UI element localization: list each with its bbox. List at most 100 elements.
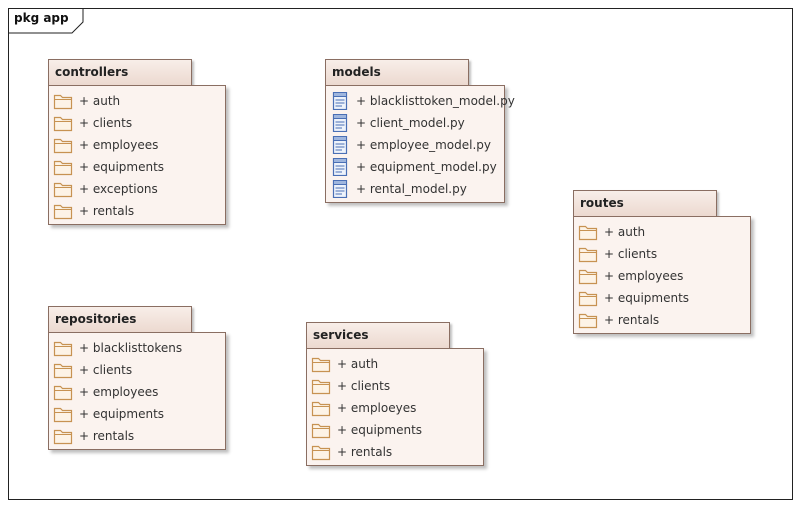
package-title: services (313, 328, 369, 342)
class-file-icon (330, 135, 350, 155)
package-item[interactable]: + employees (53, 381, 182, 403)
package-item[interactable]: + emploeyes (311, 397, 422, 419)
folder-icon (53, 339, 73, 357)
package-item[interactable]: + auth (53, 90, 164, 112)
package-items: + auth + clients + employees + equipments + … (578, 221, 689, 331)
folder-icon (53, 158, 73, 176)
folder-icon (578, 311, 598, 329)
package-body: + auth + clients + emploeyes + equipments + … (306, 348, 484, 466)
folder-icon (53, 180, 73, 198)
frame-label-text: pkg app (14, 11, 69, 25)
package-items: + auth + clients + emploeyes + equipments + … (311, 353, 422, 463)
package-title: models (332, 65, 381, 79)
package-item[interactable]: + rental_model.py (330, 178, 515, 200)
frame-label-shape (8, 8, 84, 34)
package-item[interactable]: + equipments (53, 403, 182, 425)
package-item[interactable]: + rentals (53, 425, 182, 447)
package-item[interactable]: + blacklisttokens (53, 337, 182, 359)
package-items: + auth + clients + employees + equipments + … (53, 90, 164, 222)
package-item[interactable]: + rentals (311, 441, 422, 463)
package-item-label: + auth (337, 357, 379, 371)
package-tab: routes (573, 190, 717, 217)
package-item-label: + clients (337, 379, 391, 393)
package-items: + blacklisttokens + clients + employees + e… (53, 337, 182, 447)
package-item-label: + rentals (604, 313, 660, 327)
package-item-label: + equipment_model.py (356, 160, 497, 174)
package-item-label: + employees (79, 385, 159, 399)
folder-icon (311, 377, 331, 395)
package-item[interactable]: + auth (311, 353, 422, 375)
package-items: + blacklisttoken_model.py + client_model.… (330, 90, 515, 200)
folder-icon (311, 355, 331, 373)
class-file-icon (330, 179, 350, 199)
package-tab: services (306, 322, 450, 349)
package-item-label: + employee_model.py (356, 138, 491, 152)
package-item[interactable]: + clients (53, 112, 164, 134)
package-item-label: + client_model.py (356, 116, 465, 130)
package-body: + blacklisttokens + clients + employees + e… (48, 332, 226, 450)
package-item[interactable]: + auth (578, 221, 689, 243)
package-item-label: + blacklisttokens (79, 341, 183, 355)
package-item-label: + auth (79, 94, 121, 108)
package-item[interactable]: + rentals (578, 309, 689, 331)
folder-icon (53, 405, 73, 423)
package-item-label: + rentals (79, 429, 135, 443)
package-item[interactable]: + employee_model.py (330, 134, 515, 156)
frame-label: pkg app (8, 8, 84, 34)
package-item-label: + rentals (337, 445, 393, 459)
folder-icon (53, 114, 73, 132)
package-item[interactable]: + employees (578, 265, 689, 287)
package-item-label: + exceptions (79, 182, 158, 196)
package-item-label: + blacklisttoken_model.py (356, 94, 515, 108)
package-item-label: + equipments (79, 407, 165, 421)
folder-icon (53, 383, 73, 401)
package-item-label: + rental_model.py (356, 182, 467, 196)
package-item[interactable]: + exceptions (53, 178, 164, 200)
package-item-label: + auth (604, 225, 646, 239)
folder-icon (578, 267, 598, 285)
folder-icon (311, 443, 331, 461)
package-item-label: + clients (604, 247, 658, 261)
package-item-label: + clients (79, 363, 133, 377)
package-title: repositories (55, 312, 137, 326)
package-item-label: + employees (79, 138, 159, 152)
package-item[interactable]: + blacklisttoken_model.py (330, 90, 515, 112)
package-body: + blacklisttoken_model.py + client_model.… (325, 85, 515, 203)
package-item-label: + emploeyes (337, 401, 417, 415)
folder-icon (53, 136, 73, 154)
folder-icon (53, 361, 73, 379)
folder-icon (578, 245, 598, 263)
folder-icon (53, 92, 73, 110)
package-tab: models (325, 59, 469, 86)
package-item[interactable]: + equipments (578, 287, 689, 309)
package-item[interactable]: + clients (311, 375, 422, 397)
package-item[interactable]: + equipments (53, 156, 164, 178)
package-item-label: + clients (79, 116, 133, 130)
folder-icon (311, 399, 331, 417)
package-tab: repositories (48, 306, 192, 333)
package-body: + auth + clients + employees + equipments + … (573, 216, 751, 334)
package-item-label: + rentals (79, 204, 135, 218)
folder-icon (578, 223, 598, 241)
package-item[interactable]: + rentals (53, 200, 164, 222)
package-item[interactable]: + client_model.py (330, 112, 515, 134)
class-file-icon (330, 113, 350, 133)
package-body: + auth + clients + employees + equipments + … (48, 85, 226, 225)
folder-icon (578, 289, 598, 307)
folder-icon (53, 427, 73, 445)
package-item-label: + employees (604, 269, 684, 283)
package-item[interactable]: + clients (53, 359, 182, 381)
package-title: routes (580, 196, 624, 210)
class-file-icon (330, 91, 350, 111)
package-item-label: + equipments (604, 291, 690, 305)
package-tab: controllers (48, 59, 192, 86)
folder-icon (53, 202, 73, 220)
package-item[interactable]: + employees (53, 134, 164, 156)
class-file-icon (330, 157, 350, 177)
package-item[interactable]: + equipments (311, 419, 422, 441)
package-item-label: + equipments (79, 160, 165, 174)
package-item[interactable]: + clients (578, 243, 689, 265)
package-item-label: + equipments (337, 423, 423, 437)
package-item[interactable]: + equipment_model.py (330, 156, 515, 178)
folder-icon (311, 421, 331, 439)
